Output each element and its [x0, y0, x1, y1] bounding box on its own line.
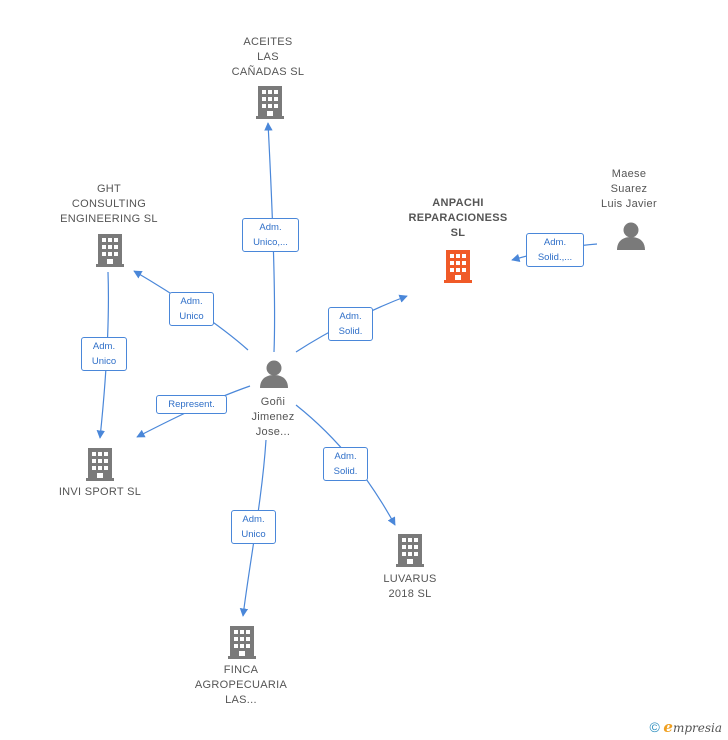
building-icon[interactable]	[396, 534, 424, 567]
building-icon[interactable]	[444, 250, 472, 283]
edge-label-to-ght: Adm. Unico	[169, 292, 214, 326]
node-label-invi[interactable]: INVI SPORT SL	[58, 486, 142, 498]
edge-label-to-aceites: Adm. Unico,...	[242, 218, 299, 252]
node-label-gonhi[interactable]: Goñi Jimenez Jose...	[251, 396, 295, 438]
node-label-luvarus[interactable]: LUVARUS 2018 SL	[383, 573, 437, 600]
person-icon[interactable]	[260, 360, 288, 389]
node-label-maese[interactable]: Maese Suarez Luis Javier	[601, 168, 657, 210]
edge-label-to-anpachi: Adm. Solid.	[328, 307, 373, 341]
building-icon[interactable]	[256, 86, 284, 119]
node-label-aceites[interactable]: ACEITES LAS CAÑADAS SL	[231, 36, 305, 78]
edge-label-to-invi: Represent.	[156, 395, 227, 414]
building-icon[interactable]	[228, 626, 256, 659]
brand-logo: empresia	[663, 718, 722, 736]
node-label-finca[interactable]: FINCA AGROPECUARIA LAS...	[194, 664, 288, 706]
building-icon[interactable]	[96, 234, 124, 267]
person-icon[interactable]	[617, 222, 645, 251]
node-label-ght[interactable]: GHT CONSULTING ENGINEERING SL	[60, 183, 158, 225]
building-icon[interactable]	[86, 448, 114, 481]
edge-label-ght-invi: Adm. Unico	[81, 337, 127, 371]
edge-label-to-luvarus: Adm. Solid.	[323, 447, 368, 481]
edge-label-maese-anpachi: Adm. Solid.,...	[526, 233, 584, 267]
node-label-anpachi[interactable]: ANPACHI REPARACIONESS SL	[408, 197, 508, 239]
copyright-brand: © empresia	[649, 718, 722, 736]
edge-label-to-finca: Adm. Unico	[231, 510, 276, 544]
copyright-icon: ©	[649, 719, 660, 735]
